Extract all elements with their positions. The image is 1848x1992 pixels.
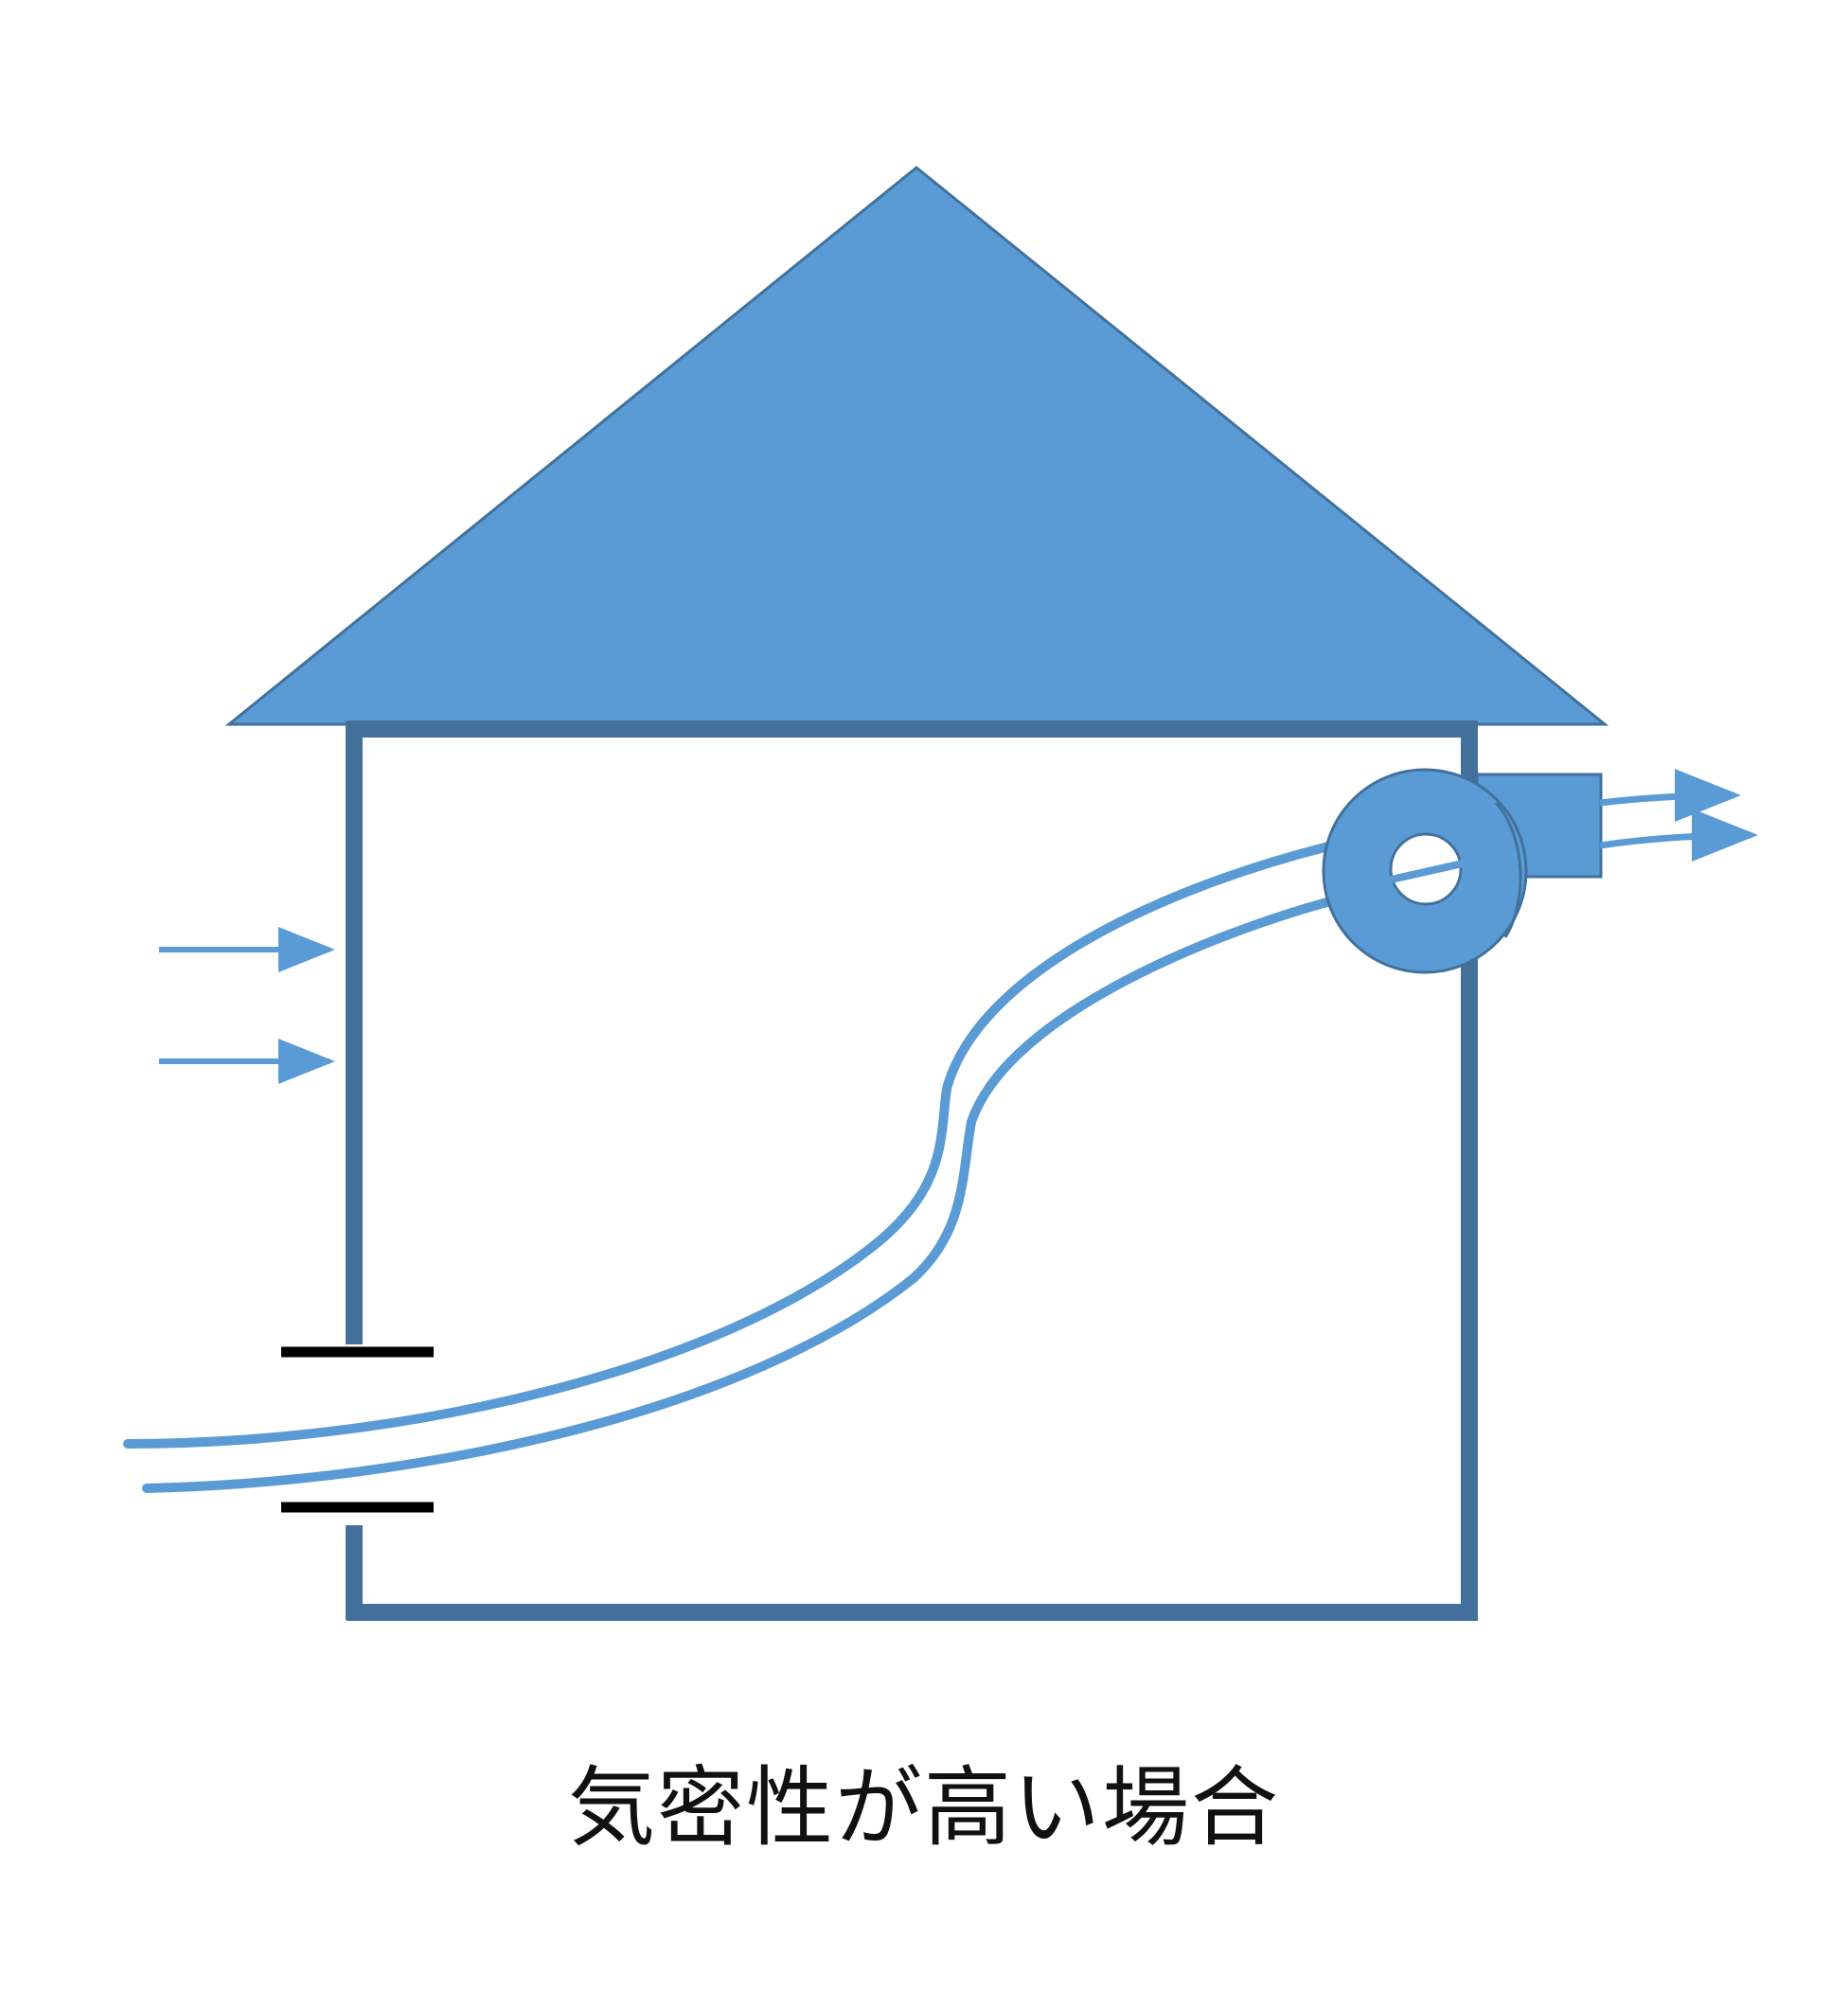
airflow-path (123, 838, 1360, 1493)
exhaust-arrow-2 (1599, 809, 1758, 863)
wall-opening-marks (281, 1346, 434, 1513)
airflow-line-upper (123, 838, 1349, 1449)
exhaust-fan-unit (1322, 768, 1603, 974)
exhaust-arrow-1 (1599, 769, 1741, 823)
house-roof (224, 166, 1609, 726)
fan-axis-line (1386, 860, 1464, 884)
diagram-caption: 気密性が高い場合 (567, 1757, 1280, 1859)
incoming-air-arrows (159, 927, 335, 1084)
airflow-line-lower (142, 890, 1360, 1493)
fan-duct (1475, 773, 1603, 879)
fan-housing-edge (1494, 801, 1522, 938)
exhaust-air-arrows (1599, 769, 1758, 863)
